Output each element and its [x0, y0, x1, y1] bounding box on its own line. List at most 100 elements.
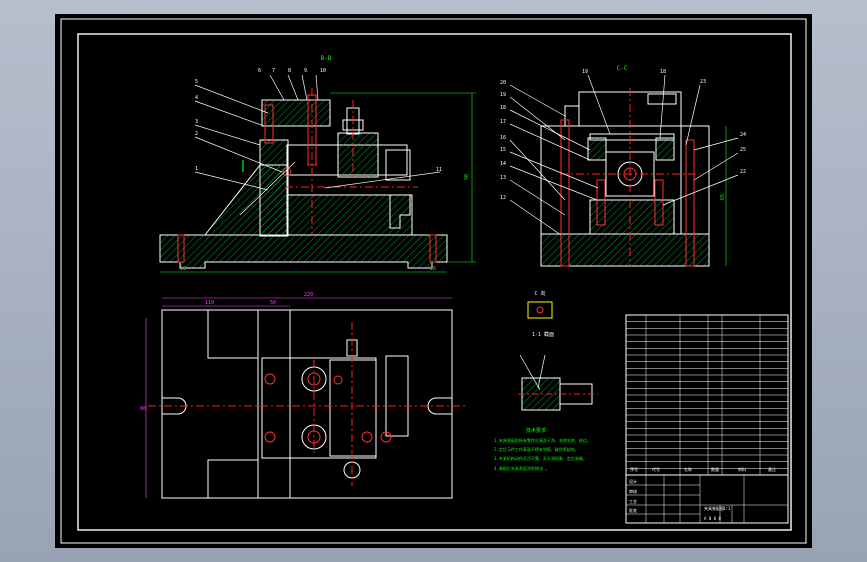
plan-dim-left-value: 110	[205, 300, 214, 306]
plan-slide	[329, 359, 377, 457]
side-top-cap-right	[647, 93, 677, 105]
detail-section-view[interactable]: 1-1 截面	[518, 331, 598, 411]
notes-title: 技术要求	[526, 427, 546, 434]
plan-view[interactable]: 220 110 50 60	[140, 292, 466, 499]
front-section-view[interactable]: B-B 90 16 16	[159, 55, 476, 273]
front-dim-height-value: 90	[464, 174, 470, 180]
title-block[interactable]: 设计 审核 工艺 批准 夹具装配图 1:1 A 0 0 0	[625, 474, 789, 524]
parts-header-qty: 数量	[711, 466, 719, 472]
parts-header-name: 名称	[684, 466, 692, 472]
side-callout-12: 12	[500, 195, 506, 201]
side-callout-19: 19	[500, 92, 506, 98]
technical-notes: 技术要求 1.夹具装配前所有零件应清洗干净，去除毛刺、锐边， 2.定位元件工作表…	[494, 427, 591, 471]
side-callout-20: 20	[500, 80, 506, 86]
front-dim-base-left: 16	[180, 266, 186, 272]
plan-slot-right	[427, 397, 452, 415]
front-step	[389, 194, 411, 229]
title-drawing-no: A 0 0 0	[704, 516, 721, 521]
detail-c-hole	[536, 306, 544, 314]
side-callout-17: 17	[500, 119, 506, 125]
plan-screw-2	[264, 431, 276, 443]
front-pin-right	[429, 234, 437, 263]
title-label-design: 设计	[629, 478, 637, 484]
front-callout-3: 3	[195, 119, 198, 125]
plan-screw-4	[380, 431, 392, 443]
side-callout-top-19: 19	[582, 69, 588, 75]
side-base	[540, 233, 710, 267]
detail-c-block	[527, 301, 553, 319]
plan-dim-total-value: 220	[304, 292, 313, 298]
parts-table-header: 序号 代号 名称 数量 材料 备注	[630, 466, 776, 472]
front-callout-1: 1	[195, 166, 198, 172]
side-clamp-right	[655, 137, 675, 161]
side-dim-height-value: 65	[720, 194, 726, 200]
parts-header-note: 备注	[768, 466, 776, 472]
front-callout-2: 2	[195, 131, 198, 137]
detail-c-view[interactable]: C 向	[527, 290, 553, 319]
front-screw	[264, 104, 274, 144]
plan-fixture-body	[257, 309, 291, 499]
side-pin-left	[596, 179, 606, 226]
front-callout-7: 7	[272, 68, 275, 74]
side-pin-right	[654, 179, 664, 226]
title-block-grid	[626, 475, 788, 523]
front-pin-left	[177, 234, 185, 263]
title-scale: 1:1	[723, 506, 731, 511]
front-dim-base-right: 16	[430, 266, 436, 272]
front-callout-labels: 5 4 3 2 1 6 7 8 9 10 11	[195, 68, 442, 173]
front-view-label: B-B	[321, 55, 332, 62]
front-callout-6: 6	[258, 68, 261, 74]
front-clamp	[337, 132, 379, 178]
title-block-text: 设计 审核 工艺 批准 夹具装配图 1:1 A 0 0 0	[629, 478, 731, 521]
parts-header-no: 序号	[630, 466, 638, 472]
plan-dim-mid-value: 50	[270, 300, 276, 306]
side-callout-18: 18	[500, 105, 506, 111]
notes-line-1: 1.夹具装配前所有零件应清洗干净，去除毛刺、锐边，	[494, 437, 591, 443]
front-callout-10: 10	[320, 68, 326, 74]
notes-line-2: 2.定位元件工作表面不得有划痕、碰伤等缺陷，	[494, 446, 579, 452]
side-leaders	[509, 74, 739, 236]
detail-section-label: 1-1 截面	[532, 331, 554, 338]
front-leaders	[194, 74, 441, 216]
side-callout-15: 15	[500, 147, 506, 153]
side-callout-top-23: 23	[700, 79, 706, 85]
title-drawing-name: 夹具装配图	[704, 505, 724, 511]
title-label-review: 审核	[629, 488, 637, 494]
notes-line-3: 3.夹紧机构动作灵活可靠，无卡滞现象，定位准确，	[494, 455, 587, 461]
side-callout-25: 25	[740, 147, 746, 153]
plan-screw-3	[361, 431, 373, 443]
drawing-sheet	[55, 14, 812, 548]
side-clamp-left	[587, 137, 607, 161]
side-crossbar	[589, 133, 675, 141]
parts-header-code: 代号	[652, 466, 660, 472]
side-lower-block	[589, 199, 675, 235]
side-callout-labels: 20 19 18 17 16 15 14 13 12 19 18 23 24 2…	[500, 69, 746, 201]
detail-c-label: C 向	[534, 290, 545, 297]
front-callout-4: 4	[195, 95, 198, 101]
front-pillar	[259, 139, 289, 237]
plan-dim-height-value: 60	[140, 406, 146, 412]
side-rod-left	[560, 119, 570, 267]
side-callout-16: 16	[500, 135, 506, 141]
side-rod-right	[685, 139, 695, 267]
side-callout-14: 14	[500, 161, 506, 167]
plan-jaw	[385, 355, 409, 437]
side-section-view[interactable]: C-C 65	[500, 65, 746, 267]
front-jaw	[385, 149, 411, 181]
notes-line-4: 4.装配后夹具表面涂防锈油 。	[494, 465, 549, 471]
plan-screw-1	[264, 373, 276, 385]
front-callout-8: 8	[288, 68, 291, 74]
side-callout-22: 22	[740, 169, 746, 175]
title-label-approve: 批准	[629, 507, 637, 513]
detail-section-leader	[519, 354, 546, 391]
parts-list-table[interactable]: 序号 代号 名称 数量 材料 备注	[625, 314, 789, 476]
side-callout-24: 24	[740, 132, 746, 138]
plan-screw-5	[333, 375, 343, 385]
front-hole	[282, 167, 292, 177]
title-label-process: 工艺	[629, 499, 637, 504]
side-callout-13: 13	[500, 175, 506, 181]
side-callout-top-18: 18	[660, 69, 666, 75]
front-callout-5: 5	[195, 79, 198, 85]
